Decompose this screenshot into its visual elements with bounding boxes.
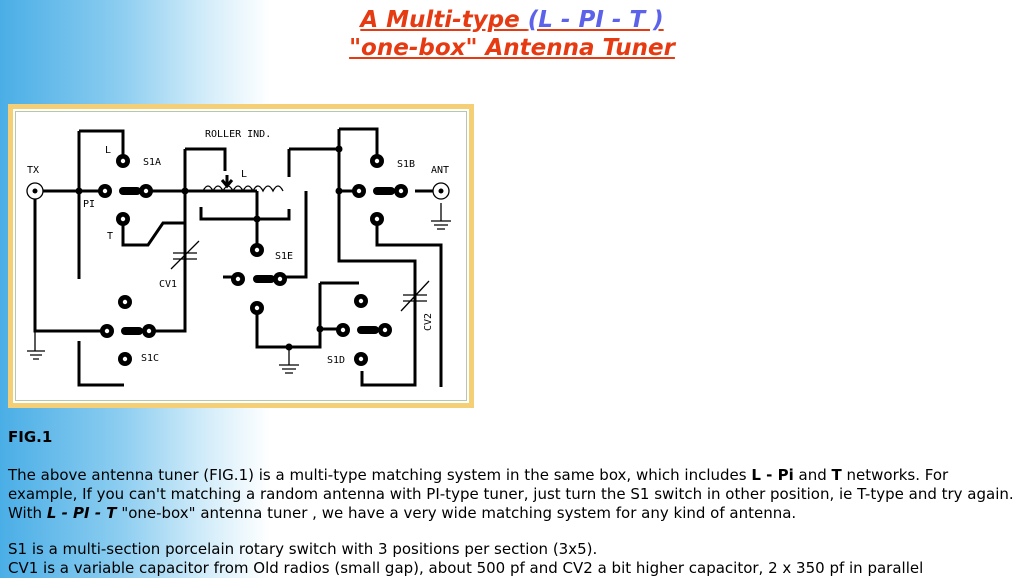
tx-connector	[26, 182, 44, 200]
label-t: T	[107, 231, 113, 242]
p1-text-2: and	[793, 466, 832, 484]
title-line1-a: A Multi-type	[360, 7, 528, 33]
description-paragraph: The above antenna tuner (FIG.1) is a mul…	[8, 466, 1018, 523]
schematic-frame	[15, 111, 467, 401]
label-l-top: L	[105, 145, 111, 156]
p1-bold-t: T	[831, 466, 842, 484]
p1-text-3: networks. For example, If you can't matc…	[8, 466, 1014, 522]
label-ant: ANT	[431, 165, 449, 176]
label-s1d: S1D	[327, 355, 345, 366]
title-line2: "one-box" Antenna Tuner	[349, 35, 675, 61]
label-s1a: S1A	[143, 157, 161, 168]
p1-bold-italic: L - PI - T	[46, 504, 117, 522]
note-line-2: CV1 is a variable capacitor from Old rad…	[8, 559, 924, 577]
label-s1e: S1E	[275, 251, 293, 262]
label-tx: TX	[27, 165, 39, 176]
ant-connector	[432, 182, 450, 200]
capacitor-cv2	[400, 280, 430, 312]
p1-text-4: "one-box" antenna tuner , we have a very…	[116, 504, 797, 522]
schematic-wires	[27, 127, 451, 387]
switch-contacts	[75, 145, 408, 366]
label-roller: ROLLER IND.	[205, 129, 271, 140]
label-cv2: CV2	[423, 313, 434, 331]
label-pi: PI	[83, 199, 95, 210]
label-s1b: S1B	[397, 159, 415, 170]
p1-text-1: The above antenna tuner (FIG.1) is a mul…	[8, 466, 752, 484]
roller-inductor	[202, 175, 284, 193]
figure-caption: FIG.1	[8, 428, 53, 446]
note-line-1: S1 is a multi-section porcelain rotary s…	[8, 540, 598, 558]
p1-bold-lpi: L - Pi	[751, 466, 794, 484]
capacitor-cv1	[170, 240, 200, 270]
page-title: A Multi-type (L - PI - T ) "one-box" Ant…	[0, 6, 1024, 62]
label-s1c: S1C	[141, 353, 159, 364]
schematic-figure: ROLLER IND. L S1A TX PI T L CV1 S1E S1B …	[8, 104, 474, 408]
label-coil-l: L	[241, 169, 247, 180]
title-line1-b: (L - PI - T )	[527, 7, 664, 33]
schematic-diagram: ROLLER IND. L S1A TX PI T L CV1 S1E S1B …	[26, 127, 451, 387]
label-cv1: CV1	[159, 279, 177, 290]
component-notes: S1 is a multi-section porcelain rotary s…	[8, 540, 1018, 578]
